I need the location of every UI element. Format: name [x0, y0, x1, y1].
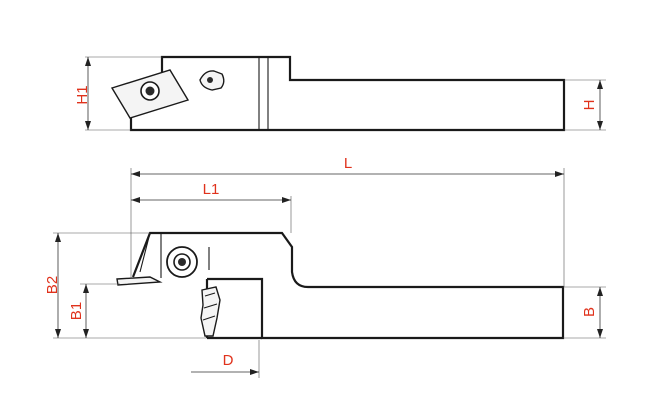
- l1-arrow-right: [282, 197, 291, 203]
- b2-arrow-top: [55, 233, 61, 242]
- top-view-clamp-screw-socket: [207, 77, 213, 83]
- b1-arrow-top: [83, 284, 89, 293]
- l-arrow-left: [131, 171, 140, 177]
- top-view-body-outline: [129, 55, 566, 132]
- l-label: L: [344, 155, 352, 172]
- front-view-clamp-screw-socket: [178, 258, 186, 266]
- front-view-body-outline: [131, 231, 565, 340]
- front-view-insert: [116, 276, 163, 286]
- b-arrow-bottom: [597, 329, 603, 338]
- l1-label: L1: [203, 181, 220, 198]
- front-view-drill-flutes: [202, 292, 218, 321]
- b1-label: B1: [68, 302, 85, 320]
- b1-arrow-bottom: [83, 329, 89, 338]
- front-view-clamp-slope: [139, 232, 151, 273]
- h1-arrow-bottom: [85, 121, 91, 130]
- h-arrow-bottom: [597, 121, 603, 130]
- b2-label: B2: [44, 276, 61, 294]
- front-view: L L1 B2 B1 B D: [44, 155, 606, 378]
- b-label: B: [581, 307, 598, 317]
- h-arrow-top: [597, 80, 603, 89]
- h1-arrow-top: [85, 57, 91, 66]
- top-view: H1 H: [74, 55, 606, 132]
- h-label: H: [581, 100, 598, 111]
- top-view-insert-screw-head: [145, 86, 155, 96]
- d-label: D: [223, 352, 234, 369]
- front-view-drill-insert: [200, 286, 221, 337]
- h1-label: H1: [74, 85, 91, 104]
- b-arrow-top: [597, 287, 603, 296]
- l1-arrow-left: [131, 197, 140, 203]
- d-arrow-right: [250, 369, 259, 375]
- b2-arrow-bottom: [55, 329, 61, 338]
- l-arrow-right: [555, 171, 564, 177]
